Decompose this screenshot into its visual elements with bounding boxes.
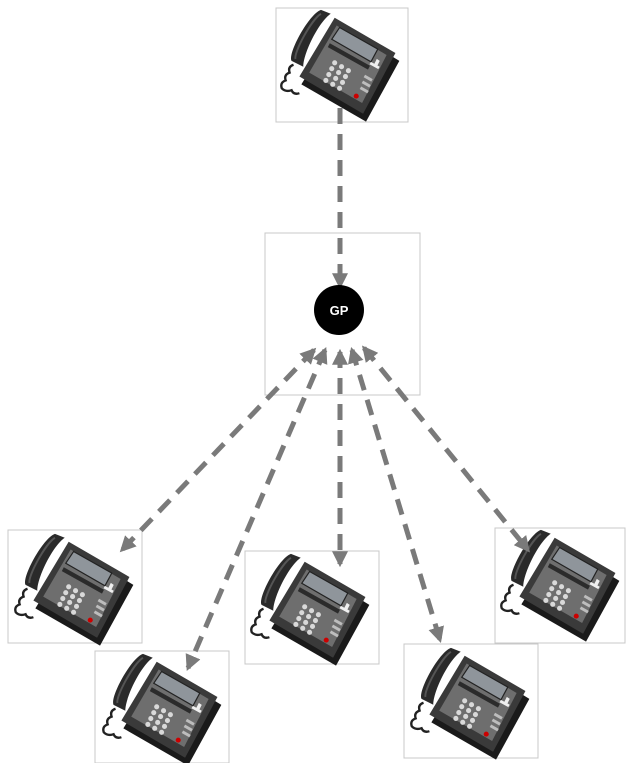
phone-top bbox=[275, 7, 409, 123]
phone-bottom-4 bbox=[403, 643, 539, 761]
gp-hub-node: GP bbox=[314, 285, 364, 335]
gp-hub-circle bbox=[314, 285, 364, 335]
gp-hub-label: GP bbox=[330, 303, 349, 318]
phone-bottom-5 bbox=[494, 527, 626, 644]
phone-bottom-2 bbox=[94, 650, 230, 763]
arrow-hub-to-phone-2 bbox=[185, 347, 328, 671]
phone-bottom-3 bbox=[244, 550, 380, 667]
arrow-hub-to-phone-5 bbox=[361, 345, 531, 553]
arrow-hub-to-phone-1 bbox=[119, 347, 317, 553]
phone-bottom-1 bbox=[7, 529, 143, 647]
